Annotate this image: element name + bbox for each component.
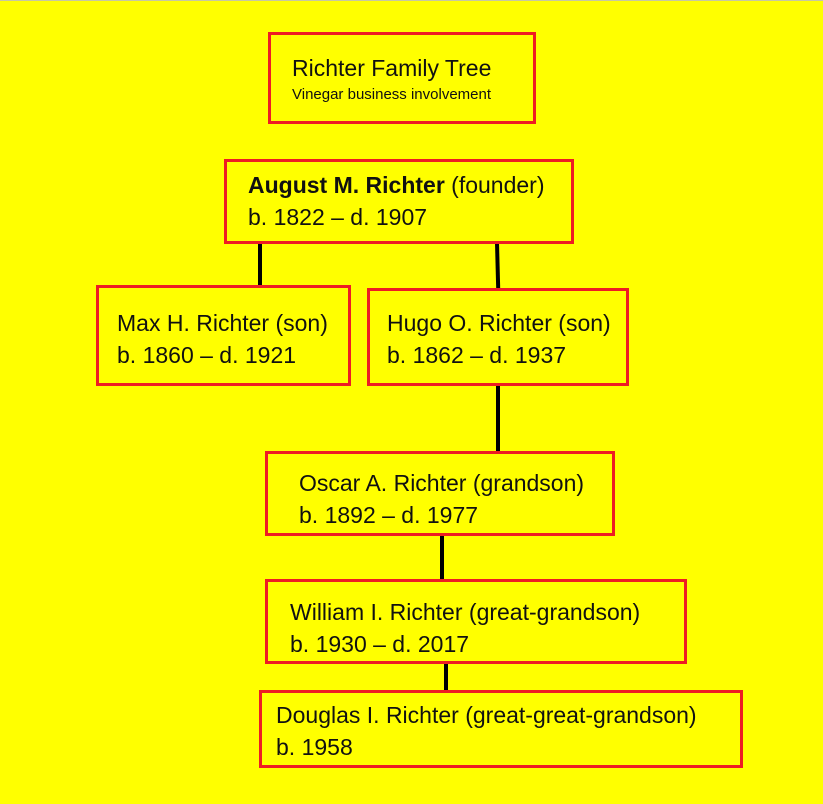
node-dates: b. 1822 – d. 1907 bbox=[248, 204, 428, 230]
connector-august-hugo bbox=[495, 242, 501, 290]
node-douglas: Douglas I. Richter (great-great-grandson… bbox=[259, 690, 743, 768]
node-dates: b. 1860 – d. 1921 bbox=[117, 342, 297, 368]
node-role: (great-great-grandson) bbox=[458, 702, 697, 728]
connector-william-douglas bbox=[444, 663, 448, 691]
node-hugo: Hugo O. Richter (son) b. 1862 – d. 1937 bbox=[367, 288, 629, 386]
top-border-line bbox=[0, 0, 823, 1]
node-dates: b. 1862 – d. 1937 bbox=[387, 342, 567, 368]
node-name: Hugo O. Richter bbox=[387, 310, 552, 336]
node-name: August M. Richter bbox=[248, 172, 445, 198]
node-name-line: William I. Richter (great-grandson) bbox=[290, 601, 640, 624]
diagram-subtitle: Vinegar business involvement bbox=[292, 86, 492, 103]
node-name-line: Douglas I. Richter (great-great-grandson… bbox=[276, 704, 697, 727]
node-name: William I. Richter bbox=[290, 599, 463, 625]
node-role: (son) bbox=[551, 310, 611, 336]
node-name: Douglas I. Richter bbox=[276, 702, 459, 728]
node-role: (grandson) bbox=[466, 470, 585, 496]
node-role: (founder) bbox=[444, 172, 545, 198]
node-august: August M. Richter (founder) b. 1822 – d.… bbox=[224, 159, 574, 244]
node-max: Max H. Richter (son) b. 1860 – d. 1921 bbox=[96, 285, 351, 386]
node-william: William I. Richter (great-grandson) b. 1… bbox=[265, 579, 687, 664]
diagram-title: Richter Family Tree bbox=[292, 55, 492, 81]
title-box: Richter Family Tree Vinegar business inv… bbox=[268, 32, 536, 124]
node-name: Max H. Richter bbox=[117, 310, 270, 336]
node-name: Oscar A. Richter bbox=[299, 470, 467, 496]
node-dates: b. 1958 bbox=[276, 734, 353, 760]
node-role: (son) bbox=[269, 310, 328, 336]
node-dates: b. 1892 – d. 1977 bbox=[299, 502, 479, 528]
node-role: (great-grandson) bbox=[462, 599, 641, 625]
connector-hugo-oscar bbox=[496, 385, 500, 452]
connector-august-max bbox=[258, 243, 262, 286]
node-name-line: August M. Richter (founder) bbox=[248, 174, 545, 197]
node-dates: b. 1930 – d. 2017 bbox=[290, 631, 470, 657]
node-name-line: Hugo O. Richter (son) bbox=[387, 312, 611, 335]
node-name-line: Oscar A. Richter (grandson) bbox=[299, 472, 584, 495]
node-name-line: Max H. Richter (son) bbox=[117, 312, 328, 335]
node-oscar: Oscar A. Richter (grandson) b. 1892 – d.… bbox=[265, 451, 615, 536]
connector-oscar-william bbox=[440, 535, 444, 580]
